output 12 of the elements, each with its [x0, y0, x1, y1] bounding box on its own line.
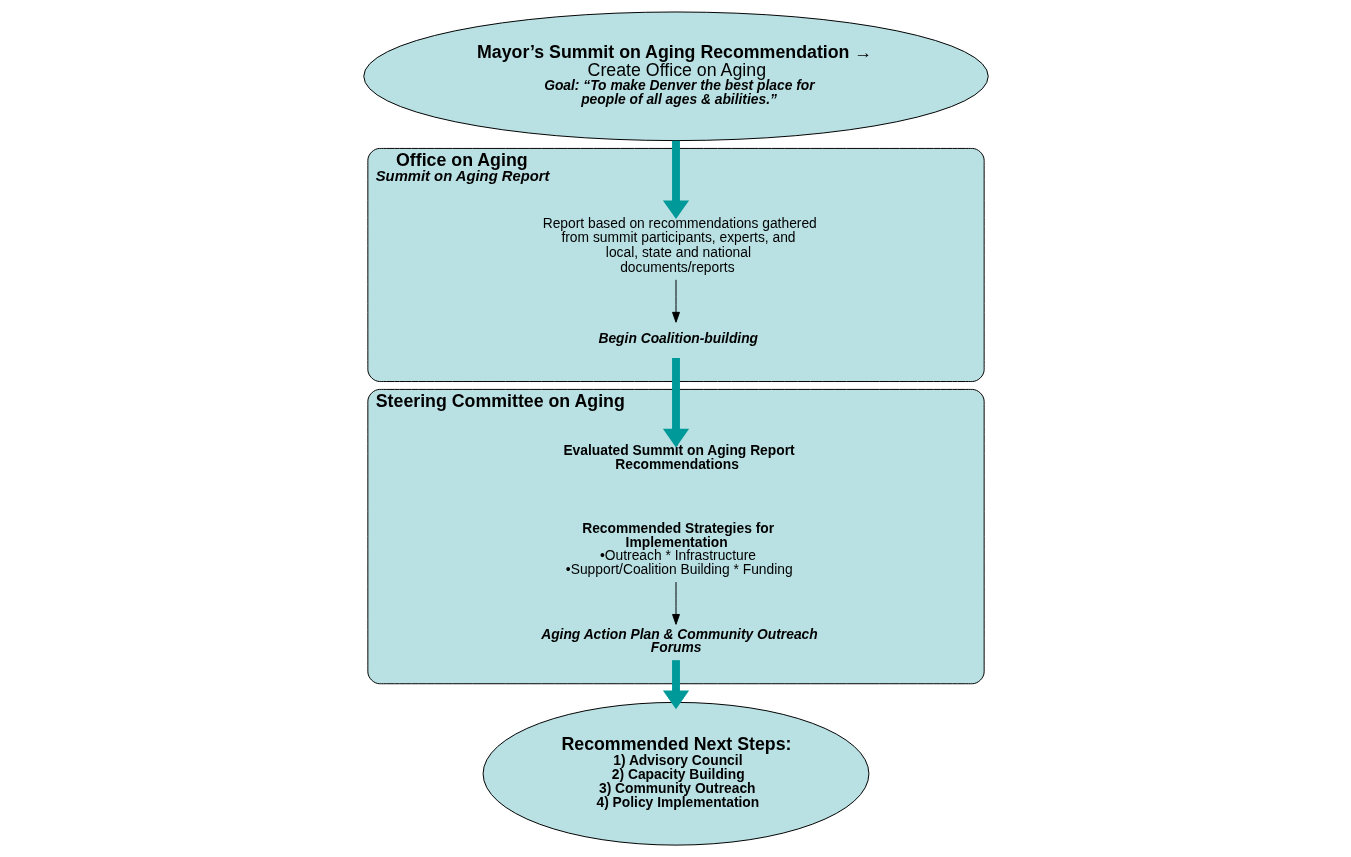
node-text: Report based on recommendations gathered from summit participants, experts, and local, state and national documents/reports [542, 214, 817, 276]
arrow [662, 357, 689, 448]
node-ellipse: Recommended Next Steps: 1) Advisory Council 2) Capacity Building 3) Community Outreach 4) Policy Implementation [482, 701, 869, 846]
node-text: Begin Coalition-building [597, 329, 758, 346]
node-text: Recommended Strategies for Implementation •Outreach * Infrastructure •Support/Coalition Building * Funding [565, 519, 793, 578]
node-text: Evaluated Summit on Aging Report Recommendations [562, 441, 795, 472]
node-ellipse: Mayor’s Summit on Aging Recommendation → Create Office on Aging Goal: “To make Denver the best place for people of all ages & abilities.” [362, 11, 989, 142]
arrow [662, 660, 689, 710]
arrow [662, 140, 689, 220]
arrow [671, 581, 680, 625]
node-text: Aging Action Plan & Community Outreach Forums [540, 625, 818, 656]
arrow [671, 279, 680, 323]
